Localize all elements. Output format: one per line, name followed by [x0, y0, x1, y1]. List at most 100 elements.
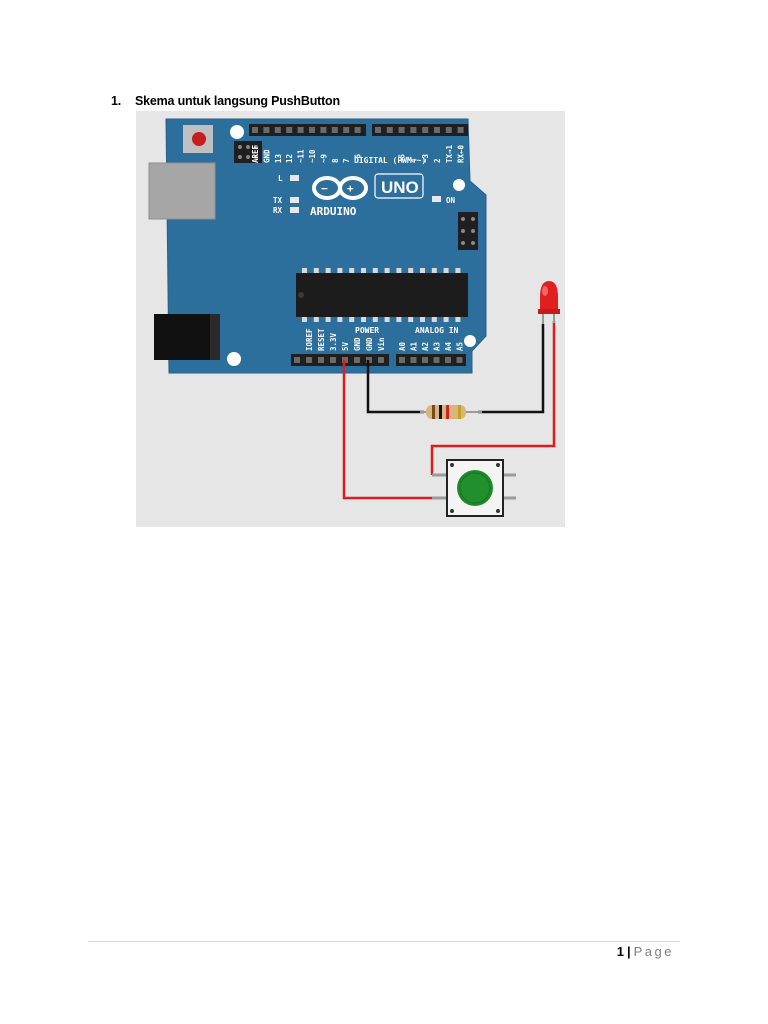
push-button: [432, 459, 516, 517]
pin-hole: [318, 357, 324, 363]
led-l-indicator: [290, 175, 299, 181]
board-model: UNO: [381, 178, 419, 197]
icsp-header-top: [234, 141, 262, 163]
power-pin-label: GND: [353, 337, 362, 351]
led-label-tx: TX: [273, 196, 283, 205]
chip-pin: [408, 268, 414, 273]
analog-pin-label: A5: [456, 342, 465, 351]
pin-hole: [457, 127, 464, 133]
analog-header: [396, 354, 466, 366]
chip-pin: [361, 317, 366, 322]
chip-pin: [349, 268, 355, 273]
digital-pin-label: ~9: [319, 153, 328, 163]
digital-header-right: [372, 124, 468, 136]
chip-pins: [302, 268, 461, 322]
digital-pin-label: 8: [331, 158, 340, 163]
bottom-pin-holes: [294, 357, 463, 363]
pin-hole: [398, 127, 405, 133]
analog-pin-label: A4: [444, 341, 453, 351]
reset-button: [192, 132, 206, 146]
pin-hole: [294, 357, 300, 363]
pin-hole: [331, 127, 338, 133]
atmega-chip: [296, 273, 468, 317]
power-pin-label: 3.3V: [329, 332, 338, 351]
digital-pin-label: ~11: [297, 149, 306, 163]
chip-pin: [420, 317, 425, 322]
digital-pin-holes: [252, 127, 464, 133]
chip-pin: [396, 317, 402, 322]
power-header: [291, 354, 389, 366]
chip-pin: [431, 317, 437, 322]
mount-hole: [227, 352, 241, 366]
dc-power-jack: [154, 314, 220, 360]
pin-hole: [306, 357, 312, 363]
led-on-indicator: [432, 196, 441, 202]
section-heading: 1.Skema untuk langsung PushButton: [111, 94, 340, 108]
pin-hole: [445, 127, 452, 133]
led-label-l: L: [278, 174, 283, 183]
chip-pin: [337, 317, 343, 322]
pin-hole: [263, 127, 270, 133]
digital-pin-label: ~6: [354, 153, 363, 163]
arduino-infinity-logo: [312, 176, 368, 200]
led-tx-indicator: [290, 197, 299, 203]
chip-pin: [313, 317, 319, 322]
icsp-header-right: [458, 212, 478, 250]
pin-hole: [445, 357, 451, 363]
pin-hole: [297, 127, 304, 133]
power-pin-label: GND: [365, 337, 374, 351]
chip-pin: [443, 317, 449, 322]
pin-hole: [378, 357, 384, 363]
chip-pin: [396, 268, 402, 273]
power-pin-label: IOREF: [305, 328, 314, 351]
plus-glyph: +: [347, 182, 354, 195]
digital-header-label: DIGITAL (PWM ~): [354, 156, 426, 165]
page-footer: 1|Page: [617, 944, 674, 959]
pin-hole: [434, 127, 440, 133]
digital-pin-label: 2: [433, 158, 442, 163]
resistor: [420, 405, 482, 419]
digital-pin-label: ~5: [398, 154, 407, 163]
analog-header-label: ANALOG IN: [415, 326, 459, 335]
digital-pin-label: ~10: [308, 149, 317, 163]
led-rx-indicator: [290, 207, 299, 213]
pin-hole: [343, 127, 350, 133]
chip-pin: [420, 268, 425, 273]
chip-pin: [455, 268, 461, 273]
chip-pin: [455, 317, 461, 322]
chip-pin: [372, 268, 378, 273]
footer-divider: [88, 941, 680, 942]
chip-pin: [349, 317, 355, 322]
digital-pin-label: 12: [285, 154, 294, 163]
chip-pin: [313, 268, 319, 273]
pin-hole: [354, 357, 360, 363]
pin-hole: [330, 357, 336, 363]
analog-pin-label: A0: [398, 341, 407, 351]
pin-hole: [252, 127, 258, 133]
analog-pin-label: A1: [410, 341, 419, 351]
page-word: Page: [633, 944, 674, 959]
chip-pin: [443, 268, 449, 273]
mount-hole: [453, 179, 465, 191]
chip-notch: [298, 292, 304, 298]
power-pin-label: Vin: [377, 337, 386, 351]
digital-pin-label: 7: [342, 158, 351, 163]
chip-pin: [302, 317, 307, 322]
power-pin-label: 5V: [341, 341, 350, 351]
chip-pin: [337, 268, 343, 273]
pin-hole: [456, 357, 463, 363]
board-brand: ARDUINO: [310, 205, 357, 218]
chip-pin: [361, 268, 366, 273]
pin-hole: [320, 127, 327, 133]
pin-hole: [433, 357, 440, 363]
analog-pin-label: A2: [421, 342, 430, 351]
chip-pin: [384, 268, 390, 273]
pin-hole: [286, 127, 293, 133]
analog-pin-label: A3: [433, 341, 442, 351]
pin-hole: [309, 127, 315, 133]
